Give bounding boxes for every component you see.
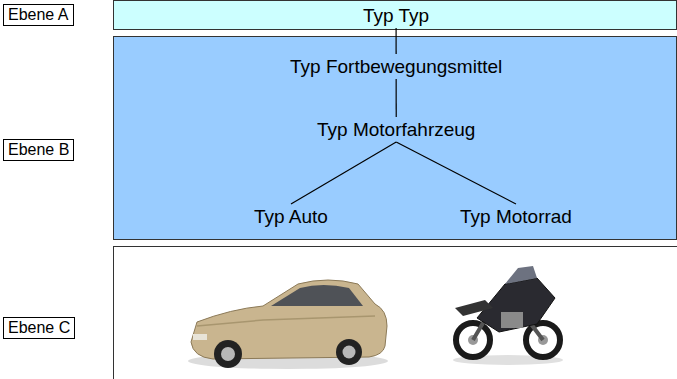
type-name: Typ Auto — [254, 206, 328, 227]
hierarchy-line — [395, 28, 396, 54]
level-label: Ebene C — [3, 317, 75, 339]
hierarchy-line — [396, 142, 516, 204]
hierarchy-line — [291, 142, 396, 204]
vehicle-illustration — [113, 246, 677, 379]
type-name: Typ Typ — [363, 5, 429, 26]
type-node: Typ Motorrad — [457, 204, 575, 229]
type-name: Typ Motorfahrzeug — [317, 119, 475, 140]
level-label: Ebene A — [3, 4, 74, 26]
type-node: Typ Auto — [251, 204, 331, 229]
level-band: Ebene ATyp Typ — [113, 0, 677, 30]
car-picture — [188, 280, 388, 369]
type-node: Typ Fortbewegungsmittel — [287, 54, 505, 79]
type-node: Typ Typ — [360, 3, 432, 28]
type-node: Typ Motorfahrzeug — [314, 117, 478, 142]
motorcycle-picture — [453, 266, 563, 365]
level-label: Ebene B — [3, 139, 74, 161]
type-name: Typ Fortbewegungsmittel — [290, 56, 502, 77]
type-name: Typ Motorrad — [460, 206, 572, 227]
hierarchy-line — [396, 79, 397, 117]
level-band: Ebene BTyp FortbewegungsmittelTyp Motorf… — [113, 36, 677, 240]
level-band: Ebene C — [113, 246, 677, 379]
